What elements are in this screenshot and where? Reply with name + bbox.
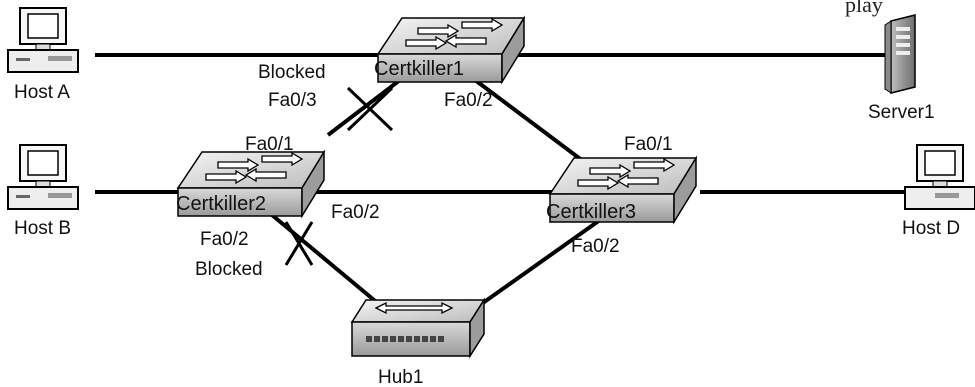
host-b[interactable] <box>7 144 79 210</box>
header-fragment: play <box>845 0 883 17</box>
host-d[interactable] <box>904 144 975 210</box>
ck2-port-fa01: Fa0/1 <box>245 134 294 155</box>
host-a-label: Host A <box>14 82 70 103</box>
blocked-x-mark-ck2 <box>284 221 314 266</box>
blocked-x-mark-ck1 <box>346 86 394 132</box>
link-ck3-hub1 <box>478 218 602 307</box>
switch-arrows-icon <box>405 17 504 51</box>
ck2-port-fa02-right: Fa0/2 <box>331 202 380 223</box>
switch-arrows-icon <box>205 151 304 185</box>
certkiller2-label: Certkiller2 <box>176 193 266 215</box>
host-a[interactable] <box>7 7 79 73</box>
switch-arrows-icon <box>577 157 676 191</box>
certkiller1-switch[interactable] <box>376 15 526 85</box>
host-b-label: Host B <box>14 218 71 239</box>
server1[interactable] <box>884 14 916 94</box>
ck1-blocked-status: Blocked <box>258 62 326 83</box>
link-ck1-ck2-blocked <box>326 78 402 137</box>
hub-arrow-icon <box>374 301 454 315</box>
hub1-label: Hub1 <box>378 367 423 387</box>
links <box>95 53 910 307</box>
ck2-blocked-status: Blocked <box>195 259 263 280</box>
hub-ports-icon <box>366 336 444 342</box>
certkiller3-switch[interactable] <box>548 155 698 225</box>
certkiller3-label: Certkiller3 <box>546 201 636 223</box>
hub1-device[interactable] <box>350 297 486 359</box>
certkiller2-switch[interactable] <box>176 149 326 219</box>
server1-label: Server1 <box>868 102 935 123</box>
ck3-port-fa02: Fa0/2 <box>571 236 620 257</box>
cpu-box-icon <box>7 49 79 73</box>
certkiller1-label: Certkiller1 <box>374 58 464 80</box>
link-ck1-ck3 <box>473 78 597 172</box>
host-d-label: Host D <box>902 218 960 239</box>
cpu-box-icon <box>7 186 79 210</box>
ck2-port-fa02-left: Fa0/2 <box>200 229 249 250</box>
ck1-port-fa03: Fa0/3 <box>268 90 317 111</box>
ck3-port-fa01: Fa0/1 <box>624 134 673 155</box>
ck1-port-fa02: Fa0/2 <box>444 90 493 111</box>
